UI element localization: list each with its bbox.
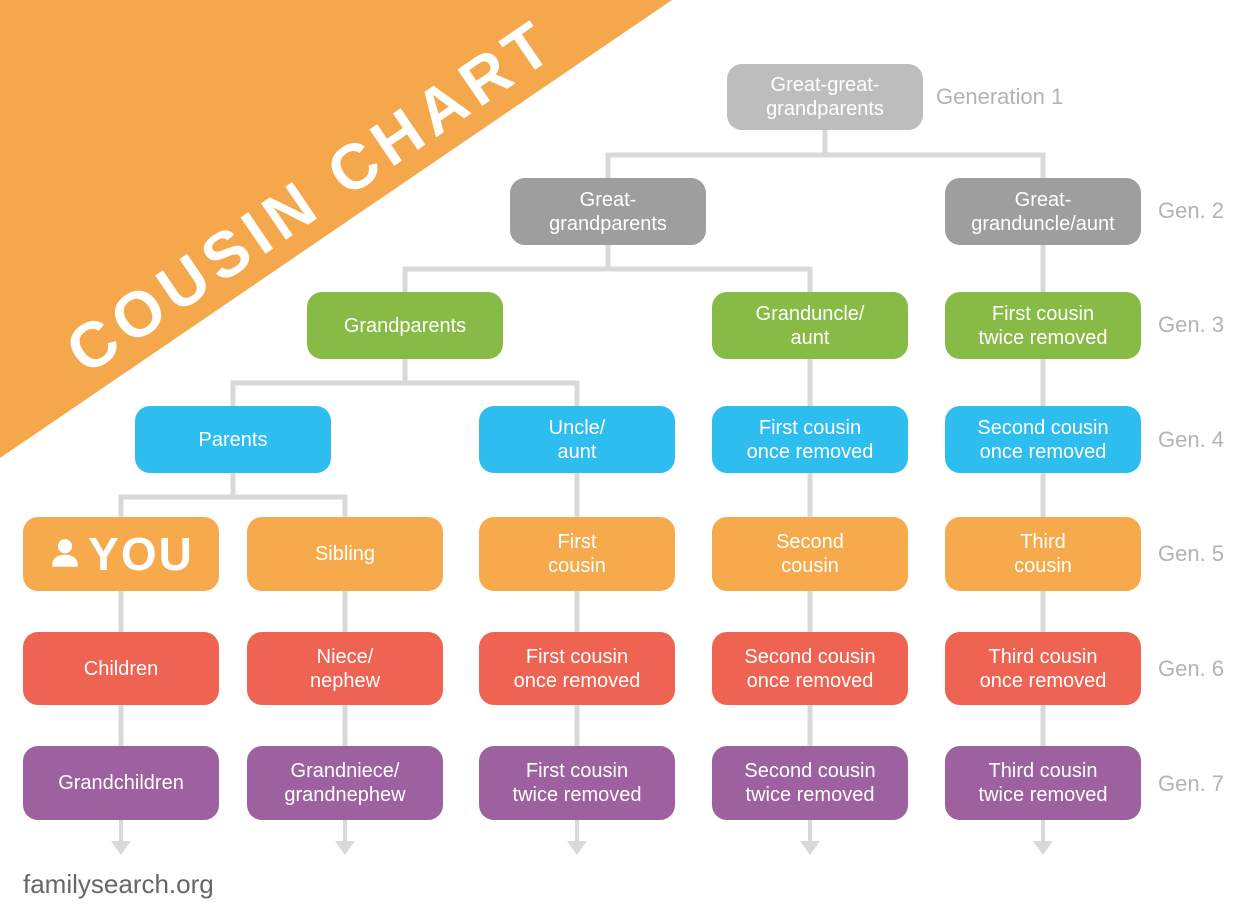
node-you: YOU [23, 517, 219, 591]
generation-label-1: Generation 1 [936, 84, 1064, 109]
node-second-cousin-twice-removed: Second cousin twice removed [712, 746, 908, 820]
generation-label-3: Gen. 3 [1158, 312, 1225, 337]
you-label: YOU [88, 528, 194, 580]
node-grandparents: Grandparents [307, 292, 503, 359]
node-children: Children [23, 632, 219, 705]
node-parents: Parents [135, 406, 331, 473]
generation-label-4: Gen. 4 [1158, 427, 1225, 452]
node-uncle-aunt: Uncle/ aunt [479, 406, 675, 473]
node-great-grandparents: Great- grandparents [510, 178, 706, 245]
generation-label-6: Gen. 6 [1158, 656, 1225, 681]
node-niece-nephew: Niece/ nephew [247, 632, 443, 705]
node-great-granduncle-aunt: Great- granduncle/aunt [945, 178, 1141, 245]
node-third-cousin: Third cousin [945, 517, 1141, 591]
node-first-cousin-twice-removed-down: First cousin twice removed [479, 746, 675, 820]
node-first-cousin: First cousin [479, 517, 675, 591]
node-first-cousin-once-removed-down: First cousin once removed [479, 632, 675, 705]
node-third-cousin-once-removed: Third cousin once removed [945, 632, 1141, 705]
generation-label-2: Gen. 2 [1158, 198, 1225, 223]
node-great-great-grandparents: Great-great- grandparents [727, 64, 923, 130]
person-icon [52, 539, 78, 567]
down-arrow [111, 841, 1053, 855]
footer-site-name: familysearch.org [23, 869, 214, 899]
generation-label-5: Gen. 5 [1158, 541, 1225, 566]
node-second-cousin-once-removed-down: Second cousin once removed [712, 632, 908, 705]
node-second-cousin-once-removed-up: Second cousin once removed [945, 406, 1141, 473]
generation-label-7: Gen. 7 [1158, 771, 1225, 796]
node-sibling: Sibling [247, 517, 443, 591]
node-first-cousin-twice-removed-up: First cousin twice removed [945, 292, 1141, 359]
node-grandniece-grandnephew: Grandniece/ grandnephew [247, 746, 443, 820]
node-granduncle-aunt: Granduncle/ aunt [712, 292, 908, 359]
node-grandchildren: Grandchildren [23, 746, 219, 820]
node-first-cousin-once-removed-up: First cousin once removed [712, 406, 908, 473]
node-third-cousin-twice-removed: Third cousin twice removed [945, 746, 1141, 820]
node-second-cousin: Second cousin [712, 517, 908, 591]
